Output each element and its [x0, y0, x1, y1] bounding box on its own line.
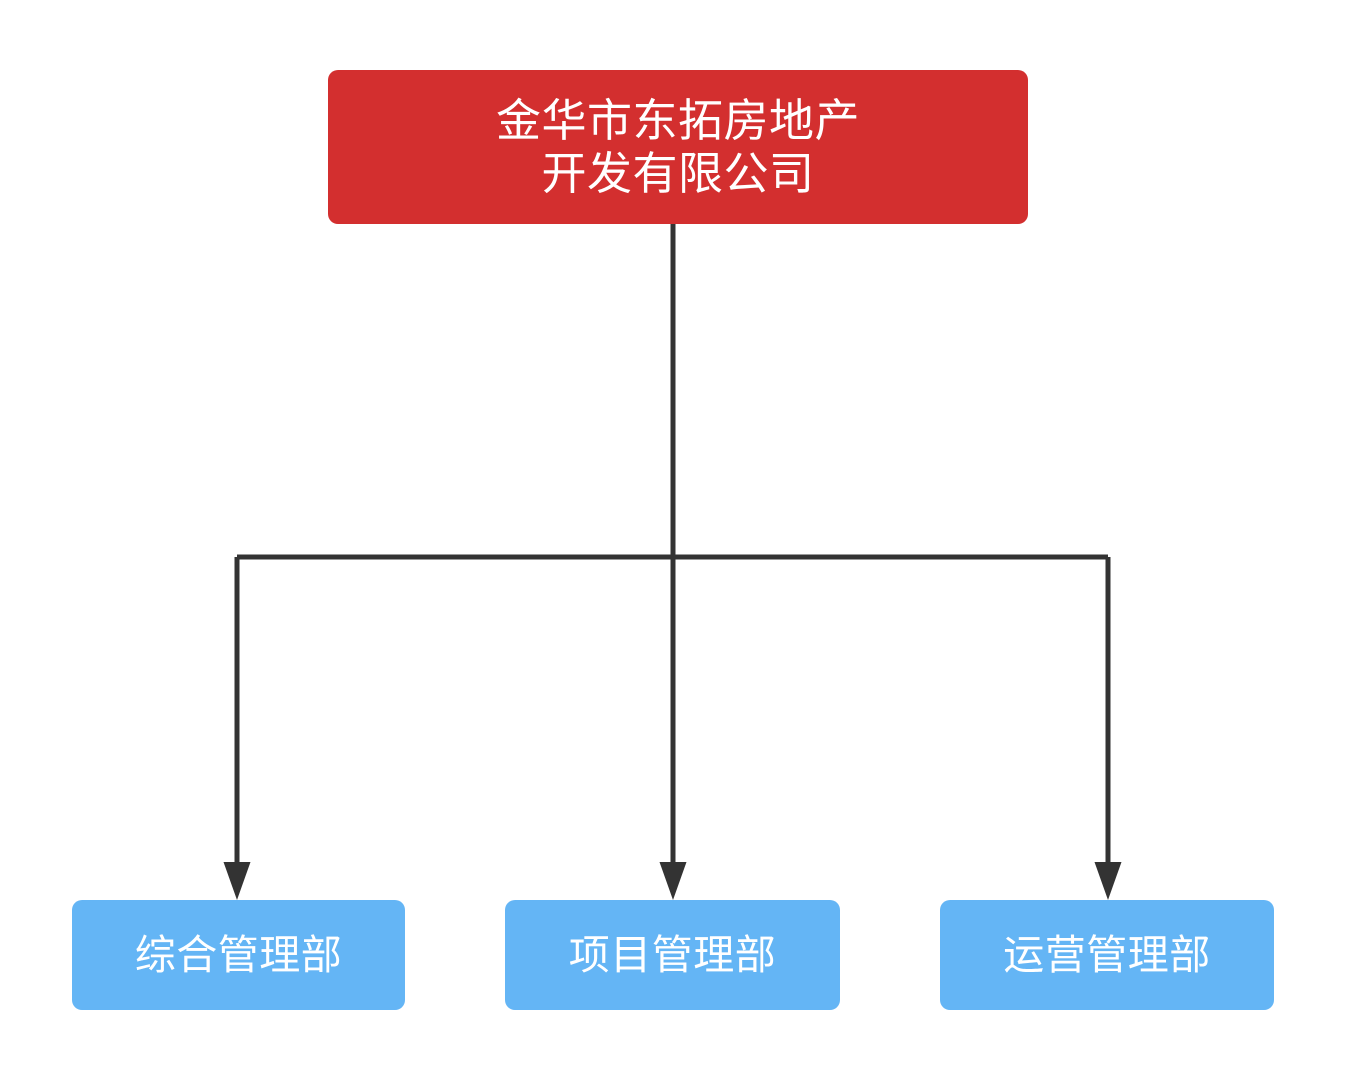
arrowhead-child-3: [1094, 862, 1122, 900]
arrowhead-child-2: [659, 862, 687, 900]
org-node-child-1[interactable]: 综合管理部: [72, 900, 405, 1010]
org-node-child-2[interactable]: 项目管理部: [505, 900, 840, 1010]
org-node-root[interactable]: 金华市东拓房地产 开发有限公司: [328, 70, 1028, 224]
arrowhead-child-1: [223, 862, 251, 900]
org-node-child-3[interactable]: 运营管理部: [940, 900, 1274, 1010]
